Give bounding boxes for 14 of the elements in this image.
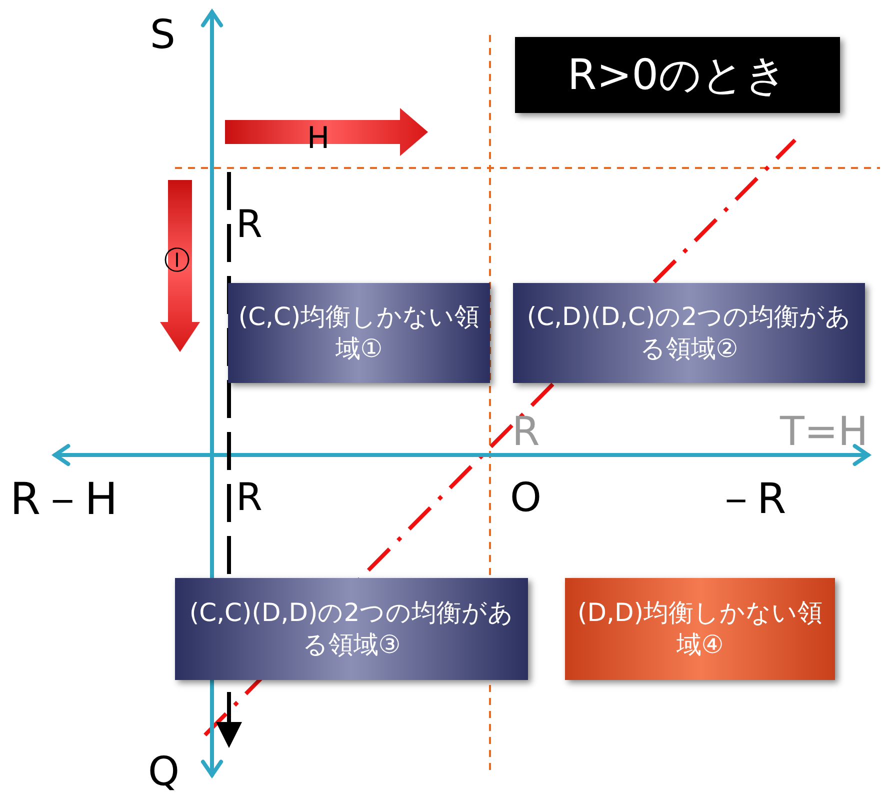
axis-label: R [512, 412, 540, 452]
title-box: R>0のとき [515, 37, 840, 113]
axis-label: R－H [10, 478, 118, 522]
axis-label: Q [148, 752, 180, 792]
region-box: (D,D)均衡しかない領域④ [565, 578, 835, 680]
axis-label: O [510, 478, 542, 518]
axis-label: －R [715, 478, 786, 520]
region-box: (C,D)(D,C)の2つの均衡がある領域② [513, 283, 865, 383]
region-box: (C,C)均衡しかない領域① [228, 283, 490, 383]
region-box: (C,C)(D,D)の2つの均衡がある領域③ [175, 578, 528, 680]
axis-label: R [236, 205, 262, 243]
axis-label: R [236, 478, 262, 516]
axis-label: T=H [780, 412, 868, 452]
axis-label: S [150, 15, 176, 55]
